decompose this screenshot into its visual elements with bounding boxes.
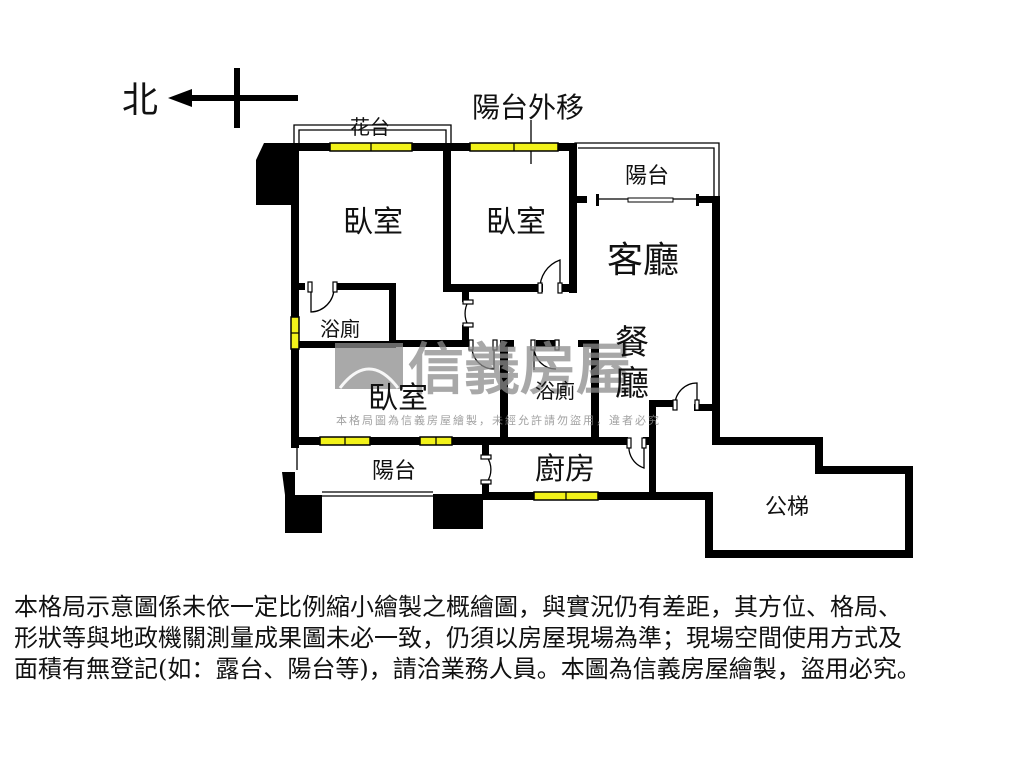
room-labels: 臥室 臥室 陽台 客廳 浴廁 餐 廳 臥室 浴廁 陽台 廚房 公梯 (320, 164, 809, 520)
planter: 花台 (293, 115, 452, 145)
floor-plan: 北 陽台外移 花台 (122, 68, 913, 558)
disclaimer-line-3: 面積有無登記(如：露台、陽台等)，請洽業務人員。本圖為信義房屋繪製，盜用必究。 (14, 655, 921, 683)
disclaimer-line-2: 形狀等與地政機關測量成果圖未必一致，仍須以房屋現場為準；現場空間使用方式及 (14, 624, 902, 652)
room-bedroom-1: 臥室 (343, 205, 403, 240)
room-dining-2: 廳 (615, 364, 649, 404)
room-living: 客廳 (607, 240, 679, 281)
disclaimer: 本格局示意圖係未依一定比例縮小繪製之概繪圖，與實況仍有差距，其方位、格局、 形狀… (14, 592, 1014, 685)
room-bedroom-2: 臥室 (486, 205, 546, 240)
room-kitchen: 廚房 (535, 452, 595, 487)
walls (256, 143, 913, 558)
room-balcony-bottom: 陽台 (372, 459, 416, 484)
brand-watermark: 信義房屋 本格局圖為信義房屋繪製，未經允許請勿盜用，違者必究 (335, 338, 661, 427)
room-bathroom-1: 浴廁 (320, 317, 360, 341)
north-label: 北 (122, 80, 158, 121)
room-dining-1: 餐 (615, 323, 649, 363)
watermark-notice: 本格局圖為信義房屋繪製，未經允許請勿盜用，違者必究 (336, 413, 661, 427)
north-arrow-icon (168, 89, 192, 107)
room-public-elevator: 公梯 (765, 495, 809, 520)
windows (290, 142, 599, 501)
disclaimer-line-1: 本格局示意圖係未依一定比例縮小繪製之概繪圖，與實況仍有差距，其方位、格局、 (14, 593, 902, 621)
balcony-moved-out-note: 陽台外移 (472, 91, 584, 124)
sliding-door (596, 194, 699, 206)
room-bathroom-2: 浴廁 (535, 379, 575, 403)
doors (307, 259, 700, 485)
room-balcony-top: 陽台 (625, 164, 669, 189)
room-bedroom-3: 臥室 (368, 381, 428, 416)
watermark-brand: 信義房屋 (408, 338, 632, 403)
north-compass: 北 (122, 68, 298, 128)
planter-label: 花台 (350, 115, 390, 139)
